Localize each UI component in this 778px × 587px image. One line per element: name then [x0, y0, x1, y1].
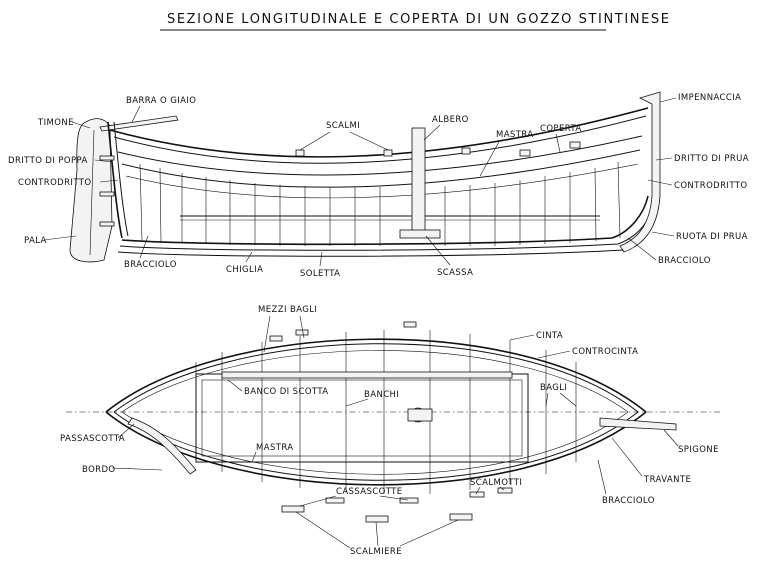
mezzo-baglio-2 [295, 329, 309, 336]
mast-partner [407, 408, 433, 422]
label-banchi: BANCHI [364, 390, 399, 400]
label-dritto-poppa: DRITTO DI POPPA [8, 156, 88, 166]
keel-line [119, 195, 657, 251]
deck-plan [66, 321, 720, 523]
label-bagli: BAGLI [540, 383, 567, 393]
mezzo-baglio-3 [403, 321, 417, 328]
thole-block-1 [281, 505, 305, 513]
stern-inner-post [113, 121, 129, 237]
cockpit-inner [201, 379, 523, 457]
label-bracciolo-plan: BRACCIOLO [602, 496, 655, 506]
label-controdritto-left: CONTRODRITTO [18, 178, 91, 188]
longitudinal-section [69, 91, 661, 263]
label-banco-scotta: BANCO DI SCOTTA [244, 387, 329, 397]
bottom-line [121, 195, 649, 246]
rudder-blade [69, 118, 113, 263]
label-chiglia: CHIGLIA [226, 265, 263, 275]
inner-line-1 [121, 149, 641, 188]
deck-line [117, 135, 643, 176]
banco-scotta-bar [221, 371, 513, 379]
mezzo-baglio-1 [269, 335, 283, 342]
label-barra: BARRA O GIAIO [126, 96, 196, 106]
cinta-top [113, 343, 639, 413]
label-mastra: MASTRA [496, 130, 534, 140]
label-travante: TRAVANTE [643, 475, 691, 485]
rudder-axis [89, 129, 95, 256]
thole-pin-3 [461, 147, 471, 155]
hull-outline-bottom [105, 411, 647, 486]
label-timone: TIMONE [37, 118, 74, 128]
label-dritto-prua: DRITTO DI PRUA [674, 154, 749, 164]
label-scalmi: SCALMI [326, 121, 360, 131]
section-labels: BARRA O GIAIO TIMONE DRITTO DI POPPA CON… [8, 93, 749, 279]
label-cinta: CINTA [536, 331, 563, 341]
label-passascotta: PASSASCOTTA [60, 434, 125, 444]
label-ruota-prua: RUOTA DI PRUA [676, 232, 748, 242]
label-scalmotti: SCALMOTTI [470, 478, 522, 488]
drawing-title: SEZIONE LONGITUDINALE E COPERTA DI UN GO… [167, 12, 671, 27]
sheer-line-top [109, 107, 649, 158]
pintle-3 [99, 221, 115, 227]
inner-line-2 [125, 163, 639, 199]
stern-post [107, 121, 123, 239]
thole-block-2 [365, 515, 389, 523]
thole-block-3 [449, 513, 473, 521]
label-soletta: SOLETTA [300, 269, 340, 279]
pintle-2 [99, 191, 115, 197]
label-impennaccia: IMPENNACCIA [678, 93, 741, 103]
scalmotto-2 [497, 487, 513, 494]
bow-post [619, 91, 661, 253]
controcinta-top [121, 350, 629, 413]
label-scalmiere: SCALMIERE [350, 547, 402, 557]
pintle-1 [99, 155, 115, 161]
label-albero: ALBERO [432, 115, 469, 125]
cassascotte-2 [399, 497, 419, 504]
plan-labels: MEZZI BAGLI CINTA CONTROCINTA BANCO DI S… [60, 305, 719, 557]
mast [411, 127, 426, 237]
tiller [99, 115, 179, 132]
label-scassa: SCASSA [437, 268, 473, 278]
label-coperta: COPERTA [540, 124, 582, 134]
frames [139, 161, 621, 246]
label-bracciolo-left: BRACCIOLO [124, 260, 177, 270]
keel-bottom-line [117, 249, 625, 257]
passascotta [127, 417, 197, 475]
mast-step [399, 229, 441, 239]
label-cassascotte: CASSASCOTTE [336, 487, 403, 497]
thole-pin-1 [295, 149, 305, 157]
controcinta-bottom [121, 411, 629, 475]
label-bordo: BORDO [82, 465, 116, 475]
label-mezzi-bagli: MEZZI BAGLI [258, 305, 317, 315]
sheer-line-2 [113, 115, 647, 164]
label-pala: PALA [24, 236, 47, 246]
bowsprit [599, 417, 677, 431]
hull-outline-top [105, 338, 647, 413]
coaming-block-2 [569, 141, 581, 149]
label-bracciolo-right: BRACCIOLO [658, 256, 711, 266]
label-mastra-plan: MASTRA [256, 443, 294, 453]
deck-beams [195, 330, 577, 494]
coaming-block-1 [519, 149, 531, 157]
label-controcinta: CONTROCINTA [572, 347, 638, 357]
thole-pin-2 [383, 149, 393, 157]
label-controdritto-right: CONTRODRITTO [674, 181, 747, 191]
cassascotte-1 [325, 497, 345, 504]
label-spigone: SPIGONE [678, 445, 719, 455]
